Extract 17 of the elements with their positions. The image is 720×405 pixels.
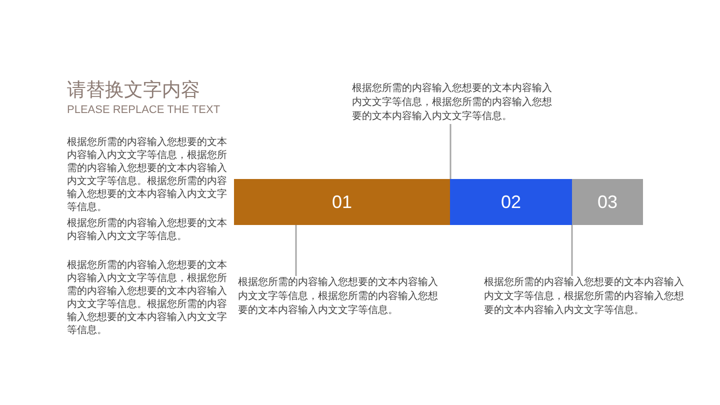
leader-line xyxy=(571,225,573,276)
segment-number: 02 xyxy=(500,191,522,213)
timeline-segment xyxy=(450,179,572,225)
leader-line xyxy=(450,124,452,179)
body-text: 根据您所需的内容输入您想要的文本内容输入内文文字等信息。 xyxy=(67,217,227,243)
segment-number: 03 xyxy=(597,191,618,213)
body-text: 根据您所需的内容输入您想要的文本内容输入内文文字等信息，根据您所需的内容输入您想要的文本内容输入内文文字等信息。根据您所需的内容输入您想要的文本内容输入内文文字等信息。 xyxy=(67,136,227,214)
leader-line xyxy=(295,225,297,276)
subtitle: PLEASE REPLACE THE TEXT xyxy=(67,103,220,117)
segment-number: 01 xyxy=(332,191,352,213)
timeline-segment xyxy=(572,179,643,225)
description-text: 根据您所需的内容输入您想要的文本内容输入内文文字等信息，根据您所需的内容输入您想要的文本内容输入内文文字等信息。 xyxy=(238,276,440,318)
body-text: 根据您所需的内容输入您想要的文本内容输入内文文字等信息，根据您所需的内容输入您想要的文本内容输入内文文字等信息。根据您所需的内容输入您想要的文本内容输入内文文字等信息。 xyxy=(67,259,227,337)
description-text: 根据您所需的内容输入您想要的文本内容输入内文文字等信息，根据您所需的内容输入您想要的文本内容输入内文文字等信息。 xyxy=(484,276,686,318)
timeline-segment xyxy=(234,179,450,225)
title: 请替换文字内容 xyxy=(67,79,200,103)
description-text: 根据您所需的内容输入您想要的文本内容输入内文文字等信息，根据您所需的内容输入您想要的文本内容输入内文文字等信息。 xyxy=(352,82,554,124)
